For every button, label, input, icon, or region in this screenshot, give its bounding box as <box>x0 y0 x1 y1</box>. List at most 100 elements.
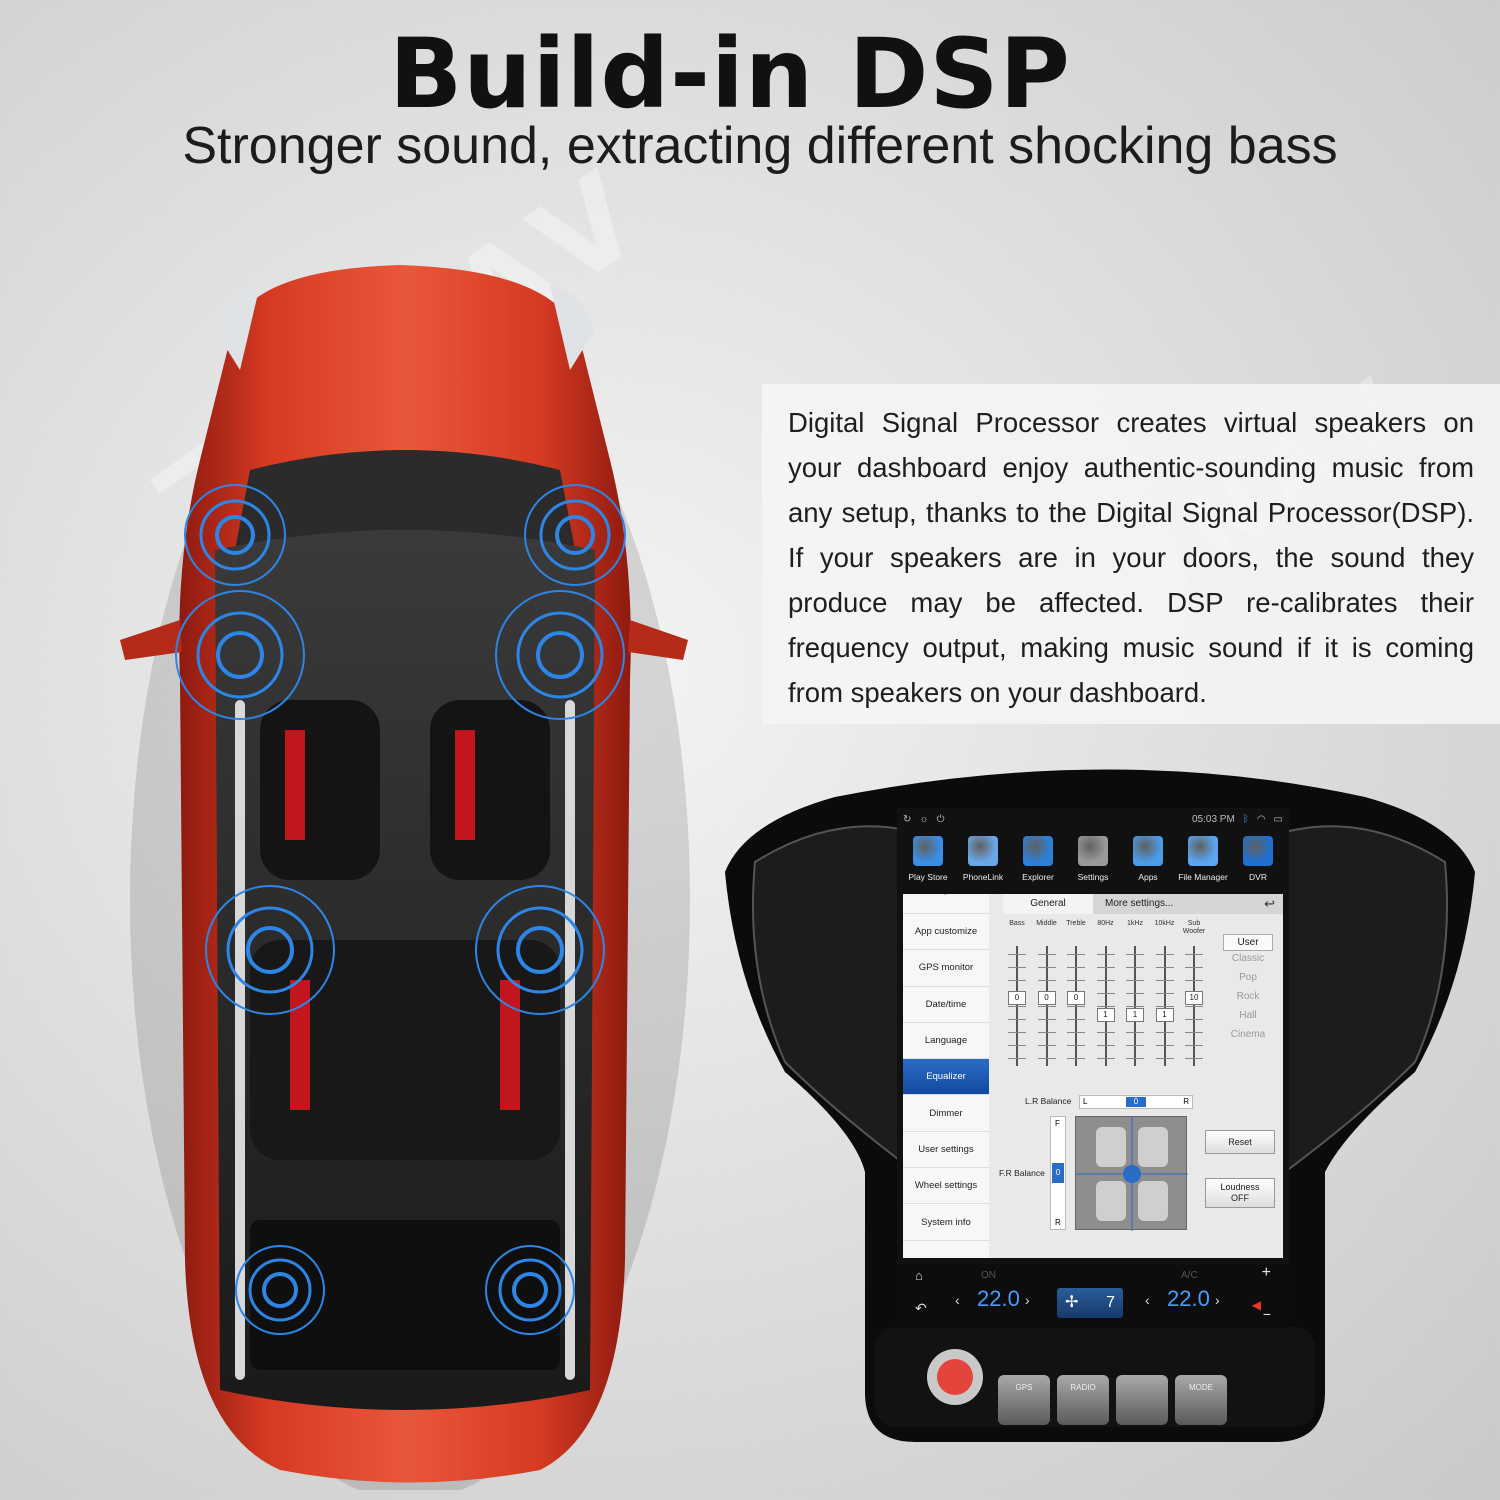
minus-icon[interactable]: − <box>1262 1306 1271 1322</box>
back-arrow-icon[interactable]: ↩ <box>1264 896 1275 911</box>
eq-slider-tick <box>1096 980 1115 981</box>
eq-slider-tick <box>1067 1045 1085 1046</box>
menu-item-user-settings[interactable]: User settings <box>903 1132 989 1169</box>
volume-icon[interactable]: ◀ <box>1251 1298 1261 1312</box>
loudness-button[interactable]: Loudness OFF <box>1205 1178 1275 1208</box>
gps-hardware-button[interactable]: GPS <box>998 1375 1050 1425</box>
lr-balance-knob[interactable]: 0 <box>1126 1097 1146 1107</box>
menu-item-gps-monitor[interactable]: GPS monitor <box>903 950 989 987</box>
menu-item-system-info[interactable]: System info <box>903 1204 989 1241</box>
brightness-icon[interactable]: ☼ <box>919 813 929 825</box>
menu-item-language[interactable]: Language <box>903 1023 989 1060</box>
eq-band-slider[interactable]: 10 <box>1182 946 1206 1066</box>
eq-slider-knob[interactable]: 1 <box>1126 1008 1144 1022</box>
eq-slider-tick <box>1155 993 1174 994</box>
fan-level: 7 <box>1106 1294 1115 1311</box>
eq-slider-tick <box>1037 954 1056 955</box>
left-temp-up-icon[interactable]: › <box>1025 1292 1030 1308</box>
home-icon[interactable]: ⌂ <box>915 1268 923 1283</box>
eq-slider-tick <box>1008 1045 1026 1046</box>
eq-slider-knob[interactable]: 0 <box>1008 991 1026 1005</box>
app-shortcut[interactable]: PhoneLink <box>956 830 1010 890</box>
right-temperature: 22.0 <box>1167 1286 1210 1311</box>
eq-band-slider[interactable]: 1 <box>1123 946 1147 1066</box>
app-shortcut[interactable]: Play Store <box>901 830 955 890</box>
left-temp-down-icon[interactable]: ‹ <box>955 1292 960 1308</box>
eq-slider-tick <box>1185 1045 1203 1046</box>
eq-slider-tick <box>1096 1032 1115 1033</box>
eq-slider-tick <box>1008 1032 1026 1033</box>
eq-preset-pop[interactable]: Pop <box>1239 972 1257 983</box>
eq-slider-tick <box>1067 980 1085 981</box>
eq-band-slider[interactable]: 1 <box>1094 946 1118 1066</box>
app-shortcut[interactable]: Settings <box>1066 830 1120 890</box>
menu-item-equalizer[interactable]: Equalizer <box>903 1059 989 1096</box>
eq-slider-knob[interactable]: 1 <box>1155 1008 1174 1022</box>
climate-on-label[interactable]: ON <box>981 1270 996 1281</box>
right-temp-up-icon[interactable]: › <box>1215 1292 1220 1308</box>
eq-slider-tick <box>1008 954 1026 955</box>
tab-general[interactable]: General <box>1003 894 1093 914</box>
app-shortcut[interactable]: Apps <box>1121 830 1175 890</box>
app-label: Settings <box>1077 872 1109 882</box>
window-icon[interactable]: ▭ <box>1273 813 1283 825</box>
eq-slider-tick <box>1155 980 1174 981</box>
lr-balance-slider[interactable]: L 0 R <box>1079 1095 1193 1109</box>
eq-slider-tick <box>1155 954 1174 955</box>
tab-more-settings[interactable]: More settings... <box>1105 898 1174 909</box>
eq-slider-tick <box>1008 1006 1026 1007</box>
mode-hardware-button[interactable]: MODE <box>1175 1375 1227 1425</box>
fr-balance-slider[interactable]: F 0 R <box>1050 1116 1066 1230</box>
eq-preset-classic[interactable]: Classic <box>1231 953 1265 964</box>
eq-band-slider[interactable]: 0 <box>1005 946 1029 1066</box>
lr-right-label: R <box>1183 1097 1189 1106</box>
eq-preset-hall[interactable]: Hall <box>1239 1010 1257 1021</box>
fr-balance-knob[interactable]: 0 <box>1052 1163 1064 1183</box>
power-icon[interactable]: ⏻ <box>936 813 945 825</box>
eq-slider-tick <box>1126 1058 1144 1059</box>
app-shortcut[interactable]: Explorer <box>1011 830 1065 890</box>
eq-slider-knob[interactable]: 10 <box>1185 991 1203 1005</box>
ac-label[interactable]: A/C <box>1181 1270 1198 1281</box>
eq-band-slider[interactable]: 0 <box>1064 946 1088 1066</box>
eq-slider-knob[interactable]: 0 <box>1037 991 1056 1005</box>
seat-balance-map[interactable] <box>1075 1116 1188 1231</box>
menu-item-app-customize[interactable]: App customize <box>903 914 989 951</box>
right-temp-down-icon[interactable]: ‹ <box>1145 1292 1150 1308</box>
menu-item-date-time[interactable]: Date/time <box>903 987 989 1023</box>
menu-item-wheel-settings[interactable]: Wheel settings <box>903 1168 989 1205</box>
eq-band-label: Treble <box>1066 920 1086 927</box>
eq-band-slider[interactable]: 0 <box>1035 946 1059 1066</box>
eq-preset-user[interactable]: User <box>1223 934 1273 951</box>
eq-slider-tick <box>1126 967 1144 968</box>
gear-icon <box>1078 836 1108 866</box>
eq-slider-tick <box>1185 954 1203 955</box>
eq-band-slider[interactable]: 1 <box>1153 946 1177 1066</box>
eq-preset-cinema[interactable]: Cinema <box>1230 1029 1266 1040</box>
eq-slider-knob[interactable]: 1 <box>1096 1008 1115 1022</box>
eq-preset-rock[interactable]: Rock <box>1236 991 1260 1002</box>
eq-slider-tick <box>1037 1058 1056 1059</box>
menu-item-navigation[interactable]: Navigation <box>903 894 989 914</box>
eq-slider-tick <box>1155 967 1174 968</box>
fan-speed-button[interactable]: ✢ 7 <box>1057 1288 1123 1318</box>
app-shortcut[interactable]: File Manager <box>1176 830 1230 890</box>
eq-slider-tick <box>1067 1006 1085 1007</box>
rotate-icon[interactable]: ↻ <box>903 813 912 825</box>
app-label: Explorer <box>1022 872 1054 882</box>
radio-hardware-button[interactable]: RADIO <box>1057 1375 1109 1425</box>
eq-slider-tick <box>1155 1006 1174 1007</box>
eq-slider-tick <box>1037 980 1056 981</box>
return-icon[interactable]: ↶ <box>915 1300 927 1316</box>
app-shortcut[interactable]: DVR <box>1231 830 1285 890</box>
eq-slider-tick <box>1008 1019 1026 1020</box>
fr-front-label: F <box>1055 1119 1060 1128</box>
eq-slider-knob[interactable]: 0 <box>1067 991 1085 1005</box>
bluetooth-hardware-button[interactable] <box>1116 1375 1168 1425</box>
fr-rear-label: R <box>1055 1218 1061 1227</box>
plus-icon[interactable]: + <box>1261 1264 1271 1281</box>
reset-button[interactable]: Reset <box>1205 1130 1275 1154</box>
menu-item-dimmer[interactable]: Dimmer <box>903 1095 989 1132</box>
